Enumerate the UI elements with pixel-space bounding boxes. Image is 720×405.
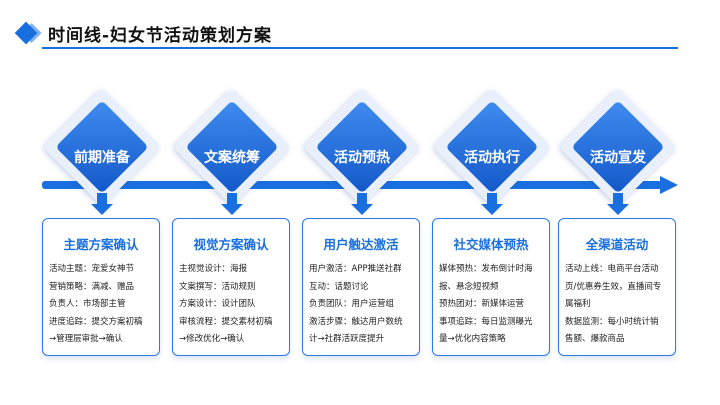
stage-label: 前期准备 <box>74 150 130 166</box>
stage-3: 活动预热 <box>302 87 422 207</box>
card-line: 审核流程：提交素材初稿 <box>179 316 273 327</box>
stage-2: 文案统筹 <box>172 87 292 207</box>
card-line: 事项追踪：每日监测曝光 <box>439 316 533 327</box>
stage-5: 活动宣发 <box>558 87 678 207</box>
stage-label: 文案统筹 <box>204 150 260 166</box>
down-arrow-icon <box>91 193 113 215</box>
card-line: 量→优化内容策略 <box>439 334 506 344</box>
card-body: 用户激活：APP推送社群 互动：话题讨论 负责团队：用户运营组 激活步骤：触达用… <box>309 261 415 349</box>
card-line: 用户激活：APP推送社群 <box>309 264 402 274</box>
card-body: 媒体预热：发布倒计时海 报、悬念短视频 预热团对：新媒体运营 事项追踪：每日监测… <box>439 261 545 349</box>
card-title: 主题方案确认 <box>63 237 139 252</box>
title-diamond-icon <box>14 21 38 45</box>
card-line: 数据监测：每小时统计销 <box>565 316 659 327</box>
title-underline <box>42 47 678 49</box>
card-line: 计→社群活跃度提升 <box>309 334 385 344</box>
card-line: 活动上线：电商平台活动 <box>565 264 659 274</box>
card-title: 视觉方案确认 <box>193 237 269 252</box>
card-line: →管理层审批→确认 <box>49 334 123 344</box>
card-line: 报、悬念短视频 <box>439 281 499 292</box>
stage-card-5: 全渠道活动 活动上线：电商平台活动 页/优惠券生效，直播间专 属福利 数据监测：… <box>558 218 676 356</box>
page-title: 时间线-妇女节活动策划方案 <box>48 25 273 46</box>
down-arrow-icon <box>351 193 373 215</box>
card-title: 全渠道活动 <box>585 237 649 252</box>
header: 时间线-妇女节活动策划方案 <box>12 18 272 48</box>
stage-label: 活动宣发 <box>590 150 646 166</box>
card-line: 方案设计：设计团队 <box>179 299 256 309</box>
card-line: 主视觉设计：海报 <box>179 264 248 274</box>
card-line: 激活步骤：触达用户数统 <box>309 316 403 327</box>
down-arrow-icon <box>607 193 629 215</box>
timeline-arrow-head <box>660 176 678 194</box>
stage-label: 活动执行 <box>464 150 520 166</box>
card-line: 预热团对：新媒体运营 <box>439 299 525 309</box>
stage-card-4: 社交媒体预热 媒体预热：发布倒计时海 报、悬念短视频 预热团对：新媒体运营 事项… <box>432 218 550 356</box>
card-line: →修改优化→确认 <box>179 334 245 344</box>
card-line: 媒体预热：发布倒计时海 <box>439 264 533 274</box>
stage-card-3: 用户触达激活 用户激活：APP推送社群 互动：话题讨论 负责团队：用户运营组 激… <box>302 218 420 356</box>
stage-card-1: 主题方案确认 活动主题：宠爱女神节 营销策略：满减、赠品 负责人：市场部主管 进… <box>42 218 160 356</box>
card-line: 互动：话题讨论 <box>309 281 369 292</box>
card-line: 售额、爆款商品 <box>565 334 625 344</box>
stage-label: 活动预热 <box>334 150 390 166</box>
card-line: 营销策略：满减、赠品 <box>49 281 135 292</box>
card-title: 社交媒体预热 <box>453 237 529 252</box>
card-body: 主视觉设计：海报 文案撰写：活动规则 方案设计：设计团队 审核流程：提交素材初稿… <box>179 261 285 349</box>
card-title: 用户触达激活 <box>323 237 399 252</box>
stage-4: 活动执行 <box>432 87 552 207</box>
card-line: 活动主题：宠爱女神节 <box>49 264 135 274</box>
card-body: 活动主题：宠爱女神节 营销策略：满减、赠品 负责人：市场部主管 进度追踪：提交方… <box>49 261 155 349</box>
card-line: 负责人：市场部主管 <box>49 299 126 309</box>
down-arrow-icon <box>481 193 503 215</box>
card-line: 页/优惠券生效，直播间专 <box>565 281 662 292</box>
card-line: 进度追踪：提交方案初稿 <box>49 316 143 327</box>
card-line: 负责团队：用户运营组 <box>309 299 395 309</box>
stage-card-2: 视觉方案确认 主视觉设计：海报 文案撰写：活动规则 方案设计：设计团队 审核流程… <box>172 218 290 356</box>
stage-1: 前期准备 <box>42 87 162 207</box>
card-body: 活动上线：电商平台活动 页/优惠券生效，直播间专 属福利 数据监测：每小时统计销… <box>565 261 671 349</box>
down-arrow-icon <box>221 193 243 215</box>
card-line: 文案撰写：活动规则 <box>179 281 256 292</box>
card-line: 属福利 <box>565 299 591 309</box>
